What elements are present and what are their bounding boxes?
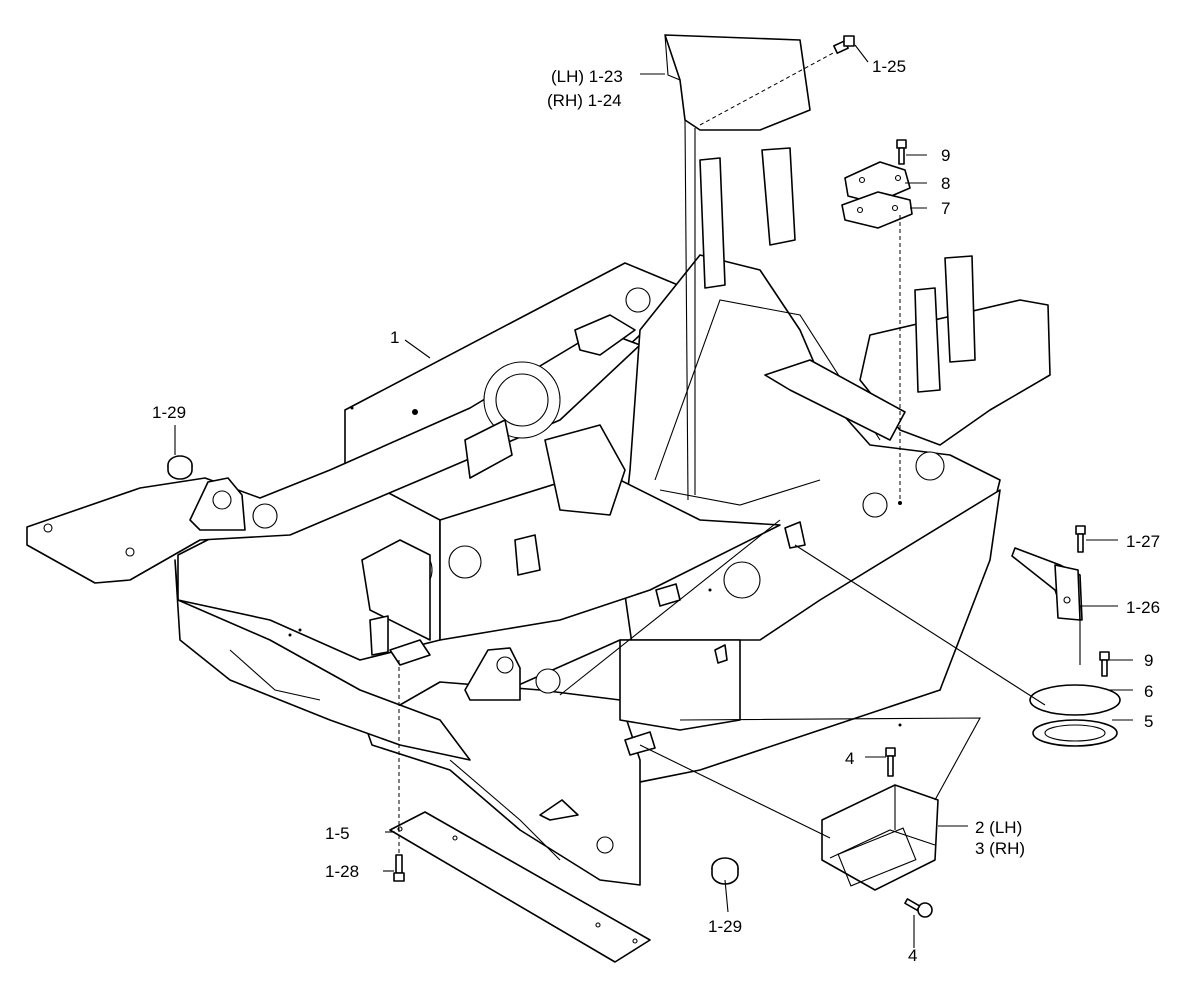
label-1-24: (RH) 1-24 (547, 91, 622, 110)
label-1-29-bottom: 1-29 (708, 917, 742, 936)
step-2-3 (821, 784, 939, 891)
label-7: 7 (941, 199, 950, 218)
leader-lines (174, 44, 1133, 948)
label-4-top: 4 (845, 749, 854, 768)
label-3-rh: 3 (RH) (975, 839, 1025, 858)
bolt-1-28 (393, 854, 405, 882)
bracket-1-26 (1011, 547, 1083, 621)
label-6: 6 (1144, 682, 1153, 701)
label-5: 5 (1144, 712, 1153, 731)
bolt-1-25 (833, 35, 855, 54)
label-4-bottom: 4 (908, 946, 917, 965)
label-8: 8 (941, 174, 950, 193)
gasket-7 (841, 191, 913, 229)
label-1-26: 1-26 (1126, 598, 1160, 617)
bushing-1-29-bottom (711, 857, 739, 885)
gasket-5 (1032, 719, 1118, 747)
label-2-lh: 2 (LH) (975, 818, 1022, 837)
label-1-29-left: 1-29 (152, 403, 186, 422)
label-9-right: 9 (1144, 651, 1153, 670)
cover-8 (844, 161, 911, 204)
label-1: 1 (390, 328, 399, 347)
bolt-9-top (896, 139, 907, 165)
bolt-4-top (885, 747, 896, 777)
upper-shield (664, 34, 811, 501)
main-frame (26, 254, 1051, 886)
label-1-27: 1-27 (1126, 532, 1160, 551)
label-1-28: 1-28 (325, 862, 359, 881)
label-1-5: 1-5 (325, 824, 350, 843)
bolt-1-27 (1075, 525, 1086, 553)
bushing-1-29-left (167, 455, 193, 480)
bolt-9-right (1099, 651, 1110, 677)
frame-details (43, 147, 976, 861)
label-9-top: 9 (941, 146, 950, 165)
cover-6 (1029, 684, 1121, 716)
bolt-4-bottom (904, 898, 933, 918)
callout-labels: 1 (LH) 1-23 (RH) 1-24 1-25 9 8 7 1-29 1-… (152, 57, 1160, 965)
label-1-25: 1-25 (872, 57, 906, 76)
label-1-23: (LH) 1-23 (551, 67, 623, 86)
